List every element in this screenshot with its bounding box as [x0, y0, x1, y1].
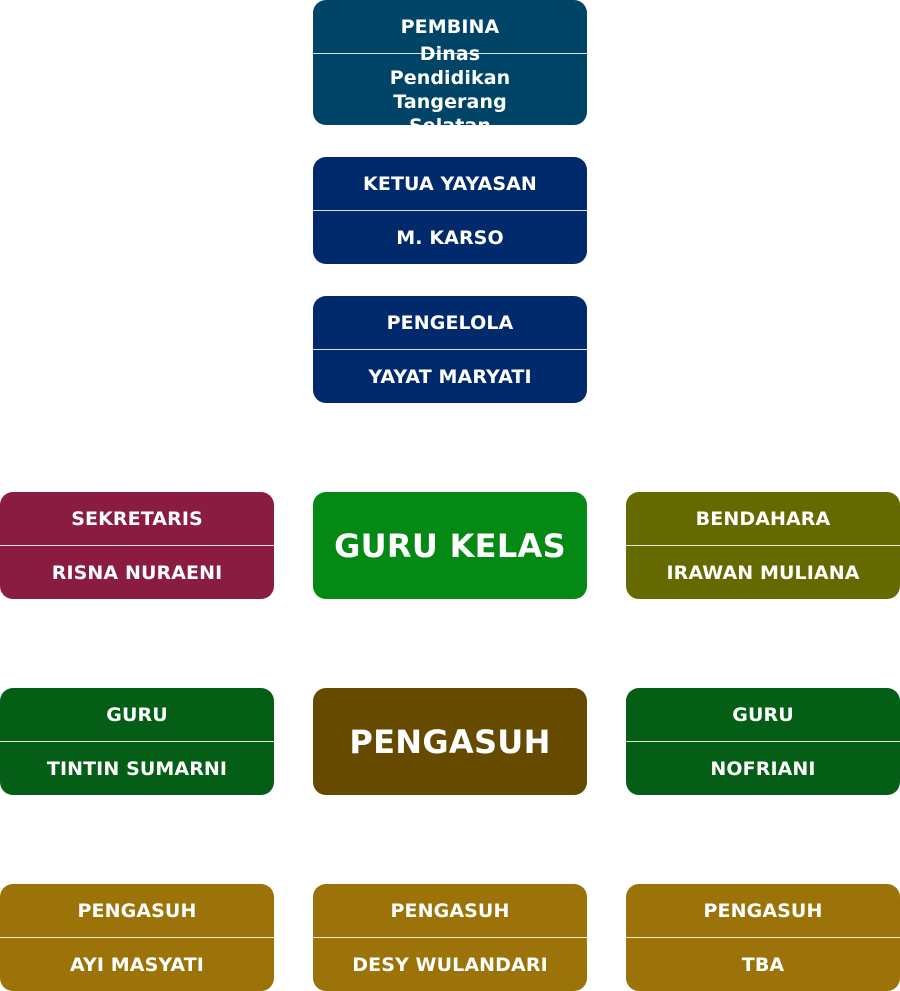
name-label: Dinas Pendidikan Tangerang Selatan — [389, 42, 511, 126]
name-label: DESY WULANDARI — [352, 953, 548, 976]
org-box-bendahara: BENDAHARA IRAWAN MULIANA — [626, 492, 900, 599]
role-label: BENDAHARA — [695, 507, 831, 530]
org-box-pengasuh-3: PENGASUH TBA — [626, 884, 900, 991]
divider — [626, 741, 900, 742]
role-label: PEMBINA — [400, 15, 500, 38]
name-label: M. KARSO — [396, 226, 504, 249]
divider — [0, 741, 274, 742]
name-label: IRAWAN MULIANA — [666, 561, 860, 584]
role-label: SEKRETARIS — [71, 507, 203, 530]
org-box-guru-right: GURU NOFRIANI — [626, 688, 900, 795]
org-box-pengasuh-2: PENGASUH DESY WULANDARI — [313, 884, 587, 991]
org-box-pengasuh-main: PENGASUH — [313, 688, 587, 795]
role-label: PENGELOLA — [386, 311, 514, 334]
role-label: KETUA YAYASAN — [363, 172, 537, 195]
divider — [626, 937, 900, 938]
name-label: TINTIN SUMARNI — [46, 757, 228, 780]
name-label: NOFRIANI — [710, 757, 816, 780]
pengasuh-main-label: PENGASUH — [349, 722, 551, 761]
role-label: GURU — [106, 703, 168, 726]
divider — [313, 53, 587, 54]
role-label: PENGASUH — [77, 899, 197, 922]
name-label: RISNA NURAENI — [51, 561, 223, 584]
role-label: PENGASUH — [703, 899, 823, 922]
role-label: GURU — [732, 703, 794, 726]
divider — [313, 349, 587, 350]
role-label: PENGASUH — [390, 899, 510, 922]
divider — [626, 545, 900, 546]
org-box-pengelola: PENGELOLA YAYAT MARYATI — [313, 296, 587, 403]
divider — [0, 545, 274, 546]
divider — [0, 937, 274, 938]
org-box-pembina: PEMBINA Dinas Pendidikan Tangerang Selat… — [313, 0, 587, 125]
guru-kelas-label: GURU KELAS — [334, 526, 566, 565]
divider — [313, 937, 587, 938]
org-box-ketua-yayasan: KETUA YAYASAN M. KARSO — [313, 157, 587, 264]
org-box-guru-left: GURU TINTIN SUMARNI — [0, 688, 274, 795]
org-box-pengasuh-1: PENGASUH AYI MASYATI — [0, 884, 274, 991]
org-box-guru-kelas: GURU KELAS — [313, 492, 587, 599]
name-label: TBA — [741, 953, 785, 976]
divider — [313, 210, 587, 211]
name-label: YAYAT MARYATI — [368, 365, 532, 388]
name-label: AYI MASYATI — [70, 953, 204, 976]
org-box-sekretaris: SEKRETARIS RISNA NURAENI — [0, 492, 274, 599]
